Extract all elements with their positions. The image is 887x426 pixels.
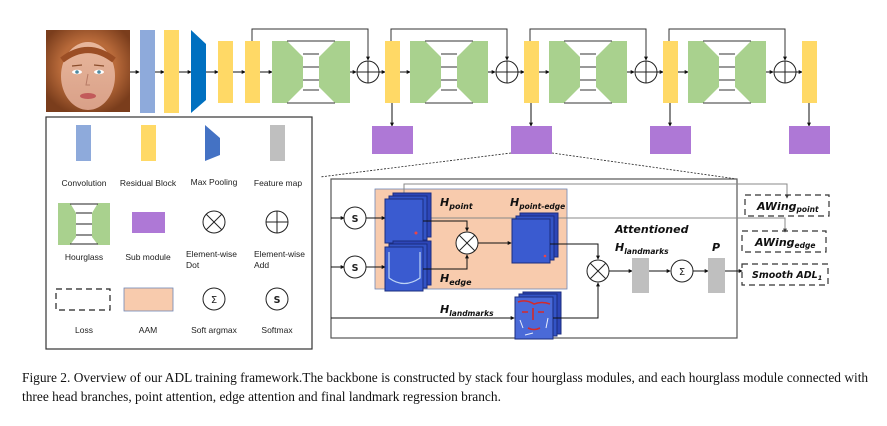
- h-point-edge-label: Hpoint-edge: [510, 196, 565, 211]
- max-pooling-block: [191, 30, 206, 113]
- figure-caption: Figure 2. Overview of our ADL training f…: [22, 370, 869, 404]
- legend-hourglass-swatch: [58, 203, 110, 245]
- legend-label: Dot: [186, 260, 200, 270]
- residual-block: [802, 41, 817, 103]
- legend-submodule-swatch: [132, 212, 165, 233]
- hourglass-stack: [251, 28, 830, 154]
- legend-feature-swatch: [270, 125, 285, 161]
- h-edge-label: Hedge: [440, 272, 472, 287]
- hourglass-right: [319, 41, 350, 103]
- softmax-node: S: [343, 206, 367, 230]
- legend-label: Element-wise: [254, 249, 305, 259]
- svg-text:Σ: Σ: [679, 267, 685, 278]
- residual-block: [218, 41, 233, 103]
- skip-connection: [529, 28, 648, 61]
- legend-label: Add: [254, 260, 269, 270]
- legend-loss-swatch: [55, 288, 111, 311]
- svg-text:S: S: [352, 214, 359, 225]
- skip-connection: [390, 28, 509, 61]
- legend-residual-swatch: [141, 125, 156, 161]
- attentioned-feature-map: [632, 258, 649, 293]
- input-face-image: [46, 30, 130, 112]
- element-wise-dot-node: [455, 231, 479, 255]
- legend-label: Convolution: [62, 178, 107, 188]
- svg-text:AWingedge: AWingedge: [754, 236, 815, 250]
- attentioned-h-label: Hlandmarks: [615, 241, 669, 256]
- legend-label: Sub module: [125, 252, 171, 262]
- legend-convolution-swatch: [76, 125, 91, 161]
- backbone-stem: [130, 30, 273, 113]
- legend-aam-swatch: [123, 287, 174, 312]
- residual-block: [385, 41, 400, 103]
- p-feature-map: [708, 258, 725, 293]
- hourglass-right: [457, 41, 488, 103]
- softmax-node: S: [343, 255, 367, 279]
- hourglass-left: [410, 41, 441, 103]
- svg-text:AWingpoint: AWingpoint: [756, 200, 819, 214]
- legend: Convolution Residual Block Max Pooling F…: [45, 116, 313, 350]
- attentioned-label: Attentioned: [614, 223, 689, 236]
- detail-panel: S S: [330, 178, 789, 340]
- soft-argmax-node: Σ: [670, 259, 694, 283]
- legend-label: Max Pooling: [191, 177, 238, 187]
- skip-connection: [251, 28, 370, 61]
- legend-label: Loss: [75, 325, 93, 335]
- p-label: P: [712, 241, 720, 254]
- legend-maxpool-swatch: [205, 125, 220, 161]
- skip-connection: [668, 28, 787, 61]
- hourglass-left: [549, 41, 580, 103]
- legend-label: AAM: [139, 325, 157, 335]
- sub-module: [650, 126, 691, 154]
- legend-label: Element-wise: [186, 249, 237, 259]
- zoom-indicator: [319, 152, 738, 180]
- h-point-edge-heatmap: [511, 212, 559, 264]
- hourglass-right: [596, 41, 627, 103]
- loss-smooth-adl: [741, 263, 829, 286]
- sub-module: [511, 126, 552, 154]
- hourglass-right: [735, 41, 766, 103]
- loss-boxes: AWingpoint AWingedge Smooth ADL1: [741, 194, 830, 286]
- h-point-label: Hpoint: [440, 196, 474, 211]
- residual-block: [663, 41, 678, 103]
- loss-awing-point: [744, 194, 830, 217]
- residual-block: [164, 30, 179, 113]
- loss-awing-edge: [741, 230, 827, 253]
- svg-text:Σ: Σ: [211, 295, 217, 306]
- residual-block: [524, 41, 539, 103]
- residual-block: [245, 41, 260, 103]
- convolution-block: [140, 30, 155, 113]
- sub-module: [789, 126, 830, 154]
- svg-text:S: S: [274, 295, 281, 306]
- legend-label: Softmax: [261, 325, 293, 335]
- legend-label: Soft argmax: [191, 325, 238, 335]
- sub-module: [372, 126, 413, 154]
- svg-text:Smooth ADL1: Smooth ADL1: [752, 270, 822, 282]
- h-landmarks-label: Hlandmarks: [440, 303, 494, 318]
- softmax-icon: S: [265, 287, 289, 311]
- legend-label: Residual Block: [120, 178, 177, 188]
- h-edge-heatmap: [384, 240, 432, 292]
- element-wise-dot-icon: [202, 210, 226, 234]
- element-wise-dot-node: [586, 259, 610, 283]
- hourglass-left: [688, 41, 719, 103]
- hourglass-left: [272, 41, 303, 103]
- soft-argmax-icon: Σ: [202, 287, 226, 311]
- h-point-heatmap: [384, 192, 432, 244]
- legend-label: Feature map: [254, 178, 302, 188]
- element-wise-add-icon: [265, 210, 289, 234]
- h-landmarks-heatmap: [514, 291, 562, 340]
- legend-label: Hourglass: [65, 252, 103, 262]
- svg-text:S: S: [352, 263, 359, 274]
